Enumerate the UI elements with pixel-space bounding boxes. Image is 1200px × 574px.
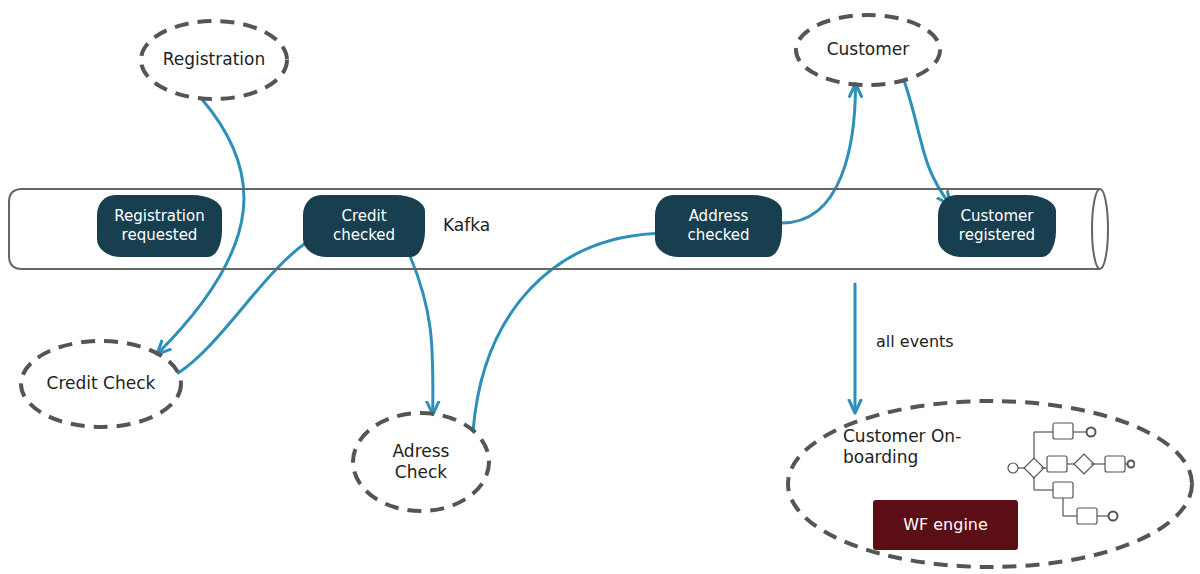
node-label: WF engine — [903, 515, 988, 535]
event-name: Registration requested — [105, 207, 214, 245]
service-circle: Customer — [793, 12, 943, 88]
node-label: Customer On-boarding — [843, 426, 973, 469]
flow-arrow — [178, 242, 308, 373]
service-circle: Adress Check — [350, 410, 492, 514]
edge-label: all events — [873, 331, 957, 352]
flow-arrow — [782, 85, 856, 223]
event-name: Credit checked — [311, 207, 417, 245]
text-holder: Registration — [138, 18, 290, 102]
dashed-outline — [141, 21, 287, 99]
text-holder: Address checked — [655, 195, 782, 257]
text-holder: Credit checked — [303, 195, 425, 257]
node-label: Registration — [163, 49, 266, 70]
text-holder: Credit Check — [18, 338, 184, 430]
dashed-outline — [21, 341, 181, 427]
node-label: Kafka — [443, 215, 490, 236]
dashed-outline — [788, 401, 1192, 567]
text-holder: Customer — [793, 12, 943, 88]
event-name: Customer registered — [946, 207, 1048, 245]
event-blob: Credit checked — [303, 195, 425, 257]
node-label: Customer — [827, 39, 910, 60]
event-blob: Registration requested — [97, 195, 222, 257]
service-circle: Registration — [138, 18, 290, 102]
text-holder: Adress Check — [350, 410, 492, 514]
bpmn-illustration — [1005, 418, 1135, 540]
event-blob: Address checked — [655, 195, 782, 257]
service-circle: Credit Check — [18, 338, 184, 430]
pipe-end — [1092, 189, 1108, 269]
flow-arrow — [904, 80, 950, 204]
text-holder: Registration requested — [97, 195, 222, 257]
event-name: Address checked — [663, 207, 774, 245]
text-holder: Customer registered — [938, 195, 1056, 257]
process-ellipse: Customer On-boarding WF engine — [785, 398, 1195, 570]
flow-arrow — [854, 284, 857, 412]
node-label: Credit Check — [47, 373, 156, 394]
text-holder: WF engine — [873, 500, 1018, 550]
kafka-pipe: Kafka Registration requested Credit checke… — [8, 188, 1110, 270]
flow-arrow — [473, 233, 655, 430]
node-label: Adress Check — [376, 441, 466, 484]
engine-box: WF engine — [873, 500, 1018, 550]
event-blob: Customer registered — [938, 195, 1056, 257]
flow-arrow — [410, 257, 432, 414]
dashed-outline — [796, 15, 940, 85]
pipe-outline — [9, 189, 1100, 269]
dashed-outline — [353, 413, 489, 511]
